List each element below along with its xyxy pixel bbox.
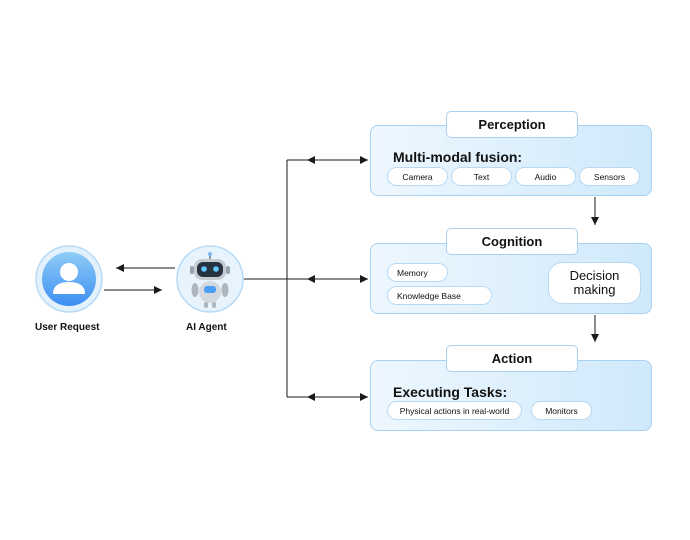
- action-heading: Executing Tasks:: [393, 384, 508, 400]
- knowledge-base-input: Knowledge Base: [387, 286, 492, 305]
- cognition-title: Cognition: [446, 228, 578, 255]
- decision-making-box: Decision making: [548, 262, 641, 304]
- input-camera: Camera: [387, 167, 448, 186]
- user-avatar-icon: [35, 245, 103, 313]
- perception-heading: Multi-modal fusion:: [393, 149, 523, 165]
- input-text: Text: [451, 167, 512, 186]
- robot-icon: [176, 245, 244, 313]
- ai-agent-label: AI Agent: [186, 322, 227, 333]
- decision-line-1: Decision: [569, 268, 620, 283]
- action-title: Action: [446, 345, 578, 372]
- output-physical-actions: Physical actions in real-world: [387, 401, 522, 420]
- input-sensors: Sensors: [579, 167, 640, 186]
- decision-line-2: making: [573, 282, 616, 297]
- output-monitors: Monitors: [531, 401, 592, 420]
- input-audio: Audio: [515, 167, 576, 186]
- user-request-label: User Request: [35, 322, 100, 333]
- perception-title: Perception: [446, 111, 578, 138]
- memory-input: Memory: [387, 263, 448, 282]
